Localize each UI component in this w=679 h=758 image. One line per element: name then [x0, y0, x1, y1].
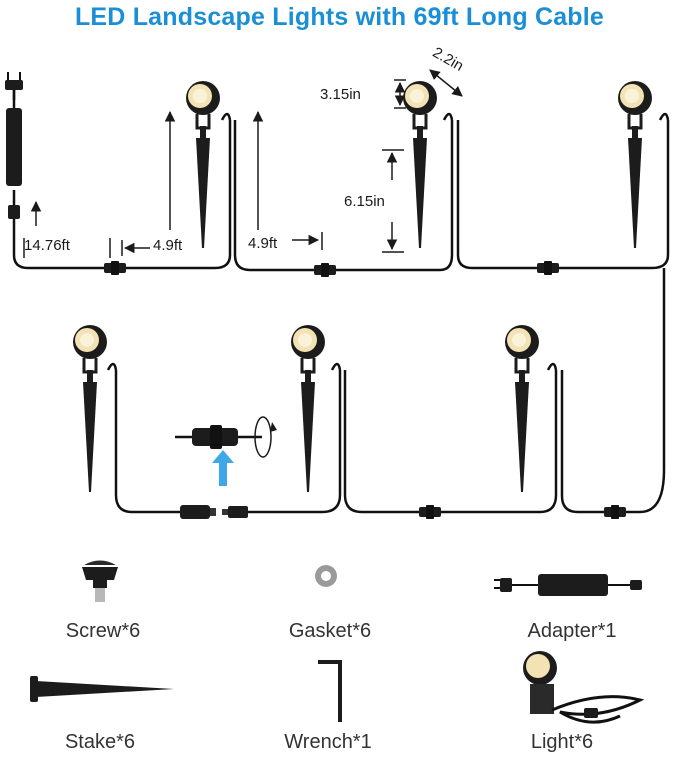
connector-demo — [175, 416, 277, 458]
gasket-icon — [315, 565, 337, 587]
spotlight-6 — [503, 323, 541, 494]
arrow-up-icon — [212, 450, 234, 486]
page-title: LED Landscape Lights with 69ft Long Cabl… — [74, 3, 605, 31]
head-height-label: 3.15in — [320, 86, 361, 103]
adapter-icon — [494, 574, 642, 596]
spotlight-5 — [289, 323, 327, 494]
spotlight-1 — [184, 79, 222, 250]
part-label-gasket: Gasket*6 — [288, 620, 372, 642]
part-label-adapter: Adapter*1 — [527, 620, 617, 642]
adapter-on-lead — [5, 72, 23, 219]
screw-icon — [82, 560, 118, 602]
head-width-label: 2.2in — [430, 44, 467, 75]
part-label-wrench: Wrench*1 — [284, 731, 372, 753]
spacing-2-label: 4.9ft — [248, 235, 278, 252]
wrench-icon — [318, 660, 342, 722]
cable-bottom — [114, 370, 558, 514]
part-label-stake: Stake*6 — [64, 731, 136, 753]
stake-icon — [30, 676, 174, 702]
spotlight-2 — [401, 79, 439, 250]
connector-open — [180, 505, 248, 519]
stake-height-label: 6.15in — [344, 193, 385, 210]
part-label-light: Light*6 — [530, 731, 594, 753]
dimension-lines — [23, 69, 463, 258]
spacing-1-label: 4.9ft — [153, 237, 183, 254]
spotlight-4 — [71, 323, 109, 494]
spotlight-3 — [616, 79, 654, 250]
part-label-screw: Screw*6 — [65, 620, 141, 642]
lead-length-label: 14.76ft — [24, 237, 71, 254]
light-icon — [523, 651, 645, 724]
